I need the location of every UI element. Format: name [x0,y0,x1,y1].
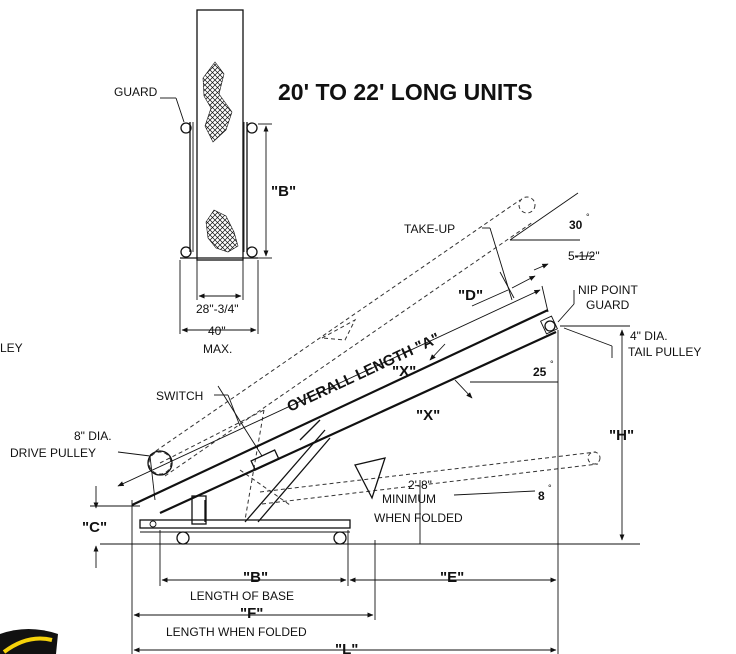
angle-30-label: 30 [569,218,583,232]
angle-25-degree-mark: ° [550,359,554,369]
tail-pulley-diameter-label: 4" DIA. [630,329,668,343]
b-top-label: "B" [271,183,296,200]
length-of-base-label: LENGTH OF BASE [190,589,294,603]
when-folded-label: WHEN FOLDED [374,511,463,525]
angle-30-degree-mark: ° [586,212,590,222]
drive-pulley-diameter-label: 8" DIA. [74,429,112,443]
drive-pulley-label: DRIVE PULLEY [10,446,96,460]
belt-pattern-lower [205,209,239,253]
guard-label: GUARD [114,85,158,99]
diagram-title: 20' TO 22' LONG UNITS [278,79,533,105]
top-view [160,9,272,334]
brand-logo-fragment [0,629,58,654]
angle-8-label: 8 [538,489,545,503]
side-view [90,192,640,654]
nip-guard-label: GUARD [586,298,630,312]
section-x-lower-label: "X" [416,407,440,424]
belt-pattern-upper [202,61,233,143]
length-when-folded-label: LENGTH WHEN FOLDED [166,625,307,639]
e-dimension-label: "E" [440,569,464,586]
tail-pulley-label: TAIL PULLEY [628,345,701,359]
nip-point-label: NIP POINT [578,283,638,297]
take-up-label: TAKE-UP [404,222,455,236]
h-dimension-label: "H" [609,427,634,444]
switch-label: SWITCH [156,389,203,403]
folded-dimension-label: 2'-8" [408,478,432,492]
l-dimension-label: "L" [335,641,358,654]
max-label: MAX. [203,342,232,356]
width-outer-label: 40" [208,324,226,338]
d-dimension-label: "D" [458,287,483,304]
f-dimension-label: "F" [240,605,263,622]
c-dimension-label: "C" [82,519,107,536]
angle-8-degree-mark: ° [548,483,552,493]
five-half-label: 5-1/2" [568,249,600,263]
cut-off-label: LEY [0,341,23,355]
section-x-upper-label: "X" [392,363,416,380]
width-inner-label: 28"-3/4" [196,302,239,316]
b-base-label: "B" [243,569,268,586]
overall-length-label: OVERALL LENGTH "A" [285,330,443,416]
angle-25-label: 25 [533,365,547,379]
minimum-label: MINIMUM [382,492,436,506]
